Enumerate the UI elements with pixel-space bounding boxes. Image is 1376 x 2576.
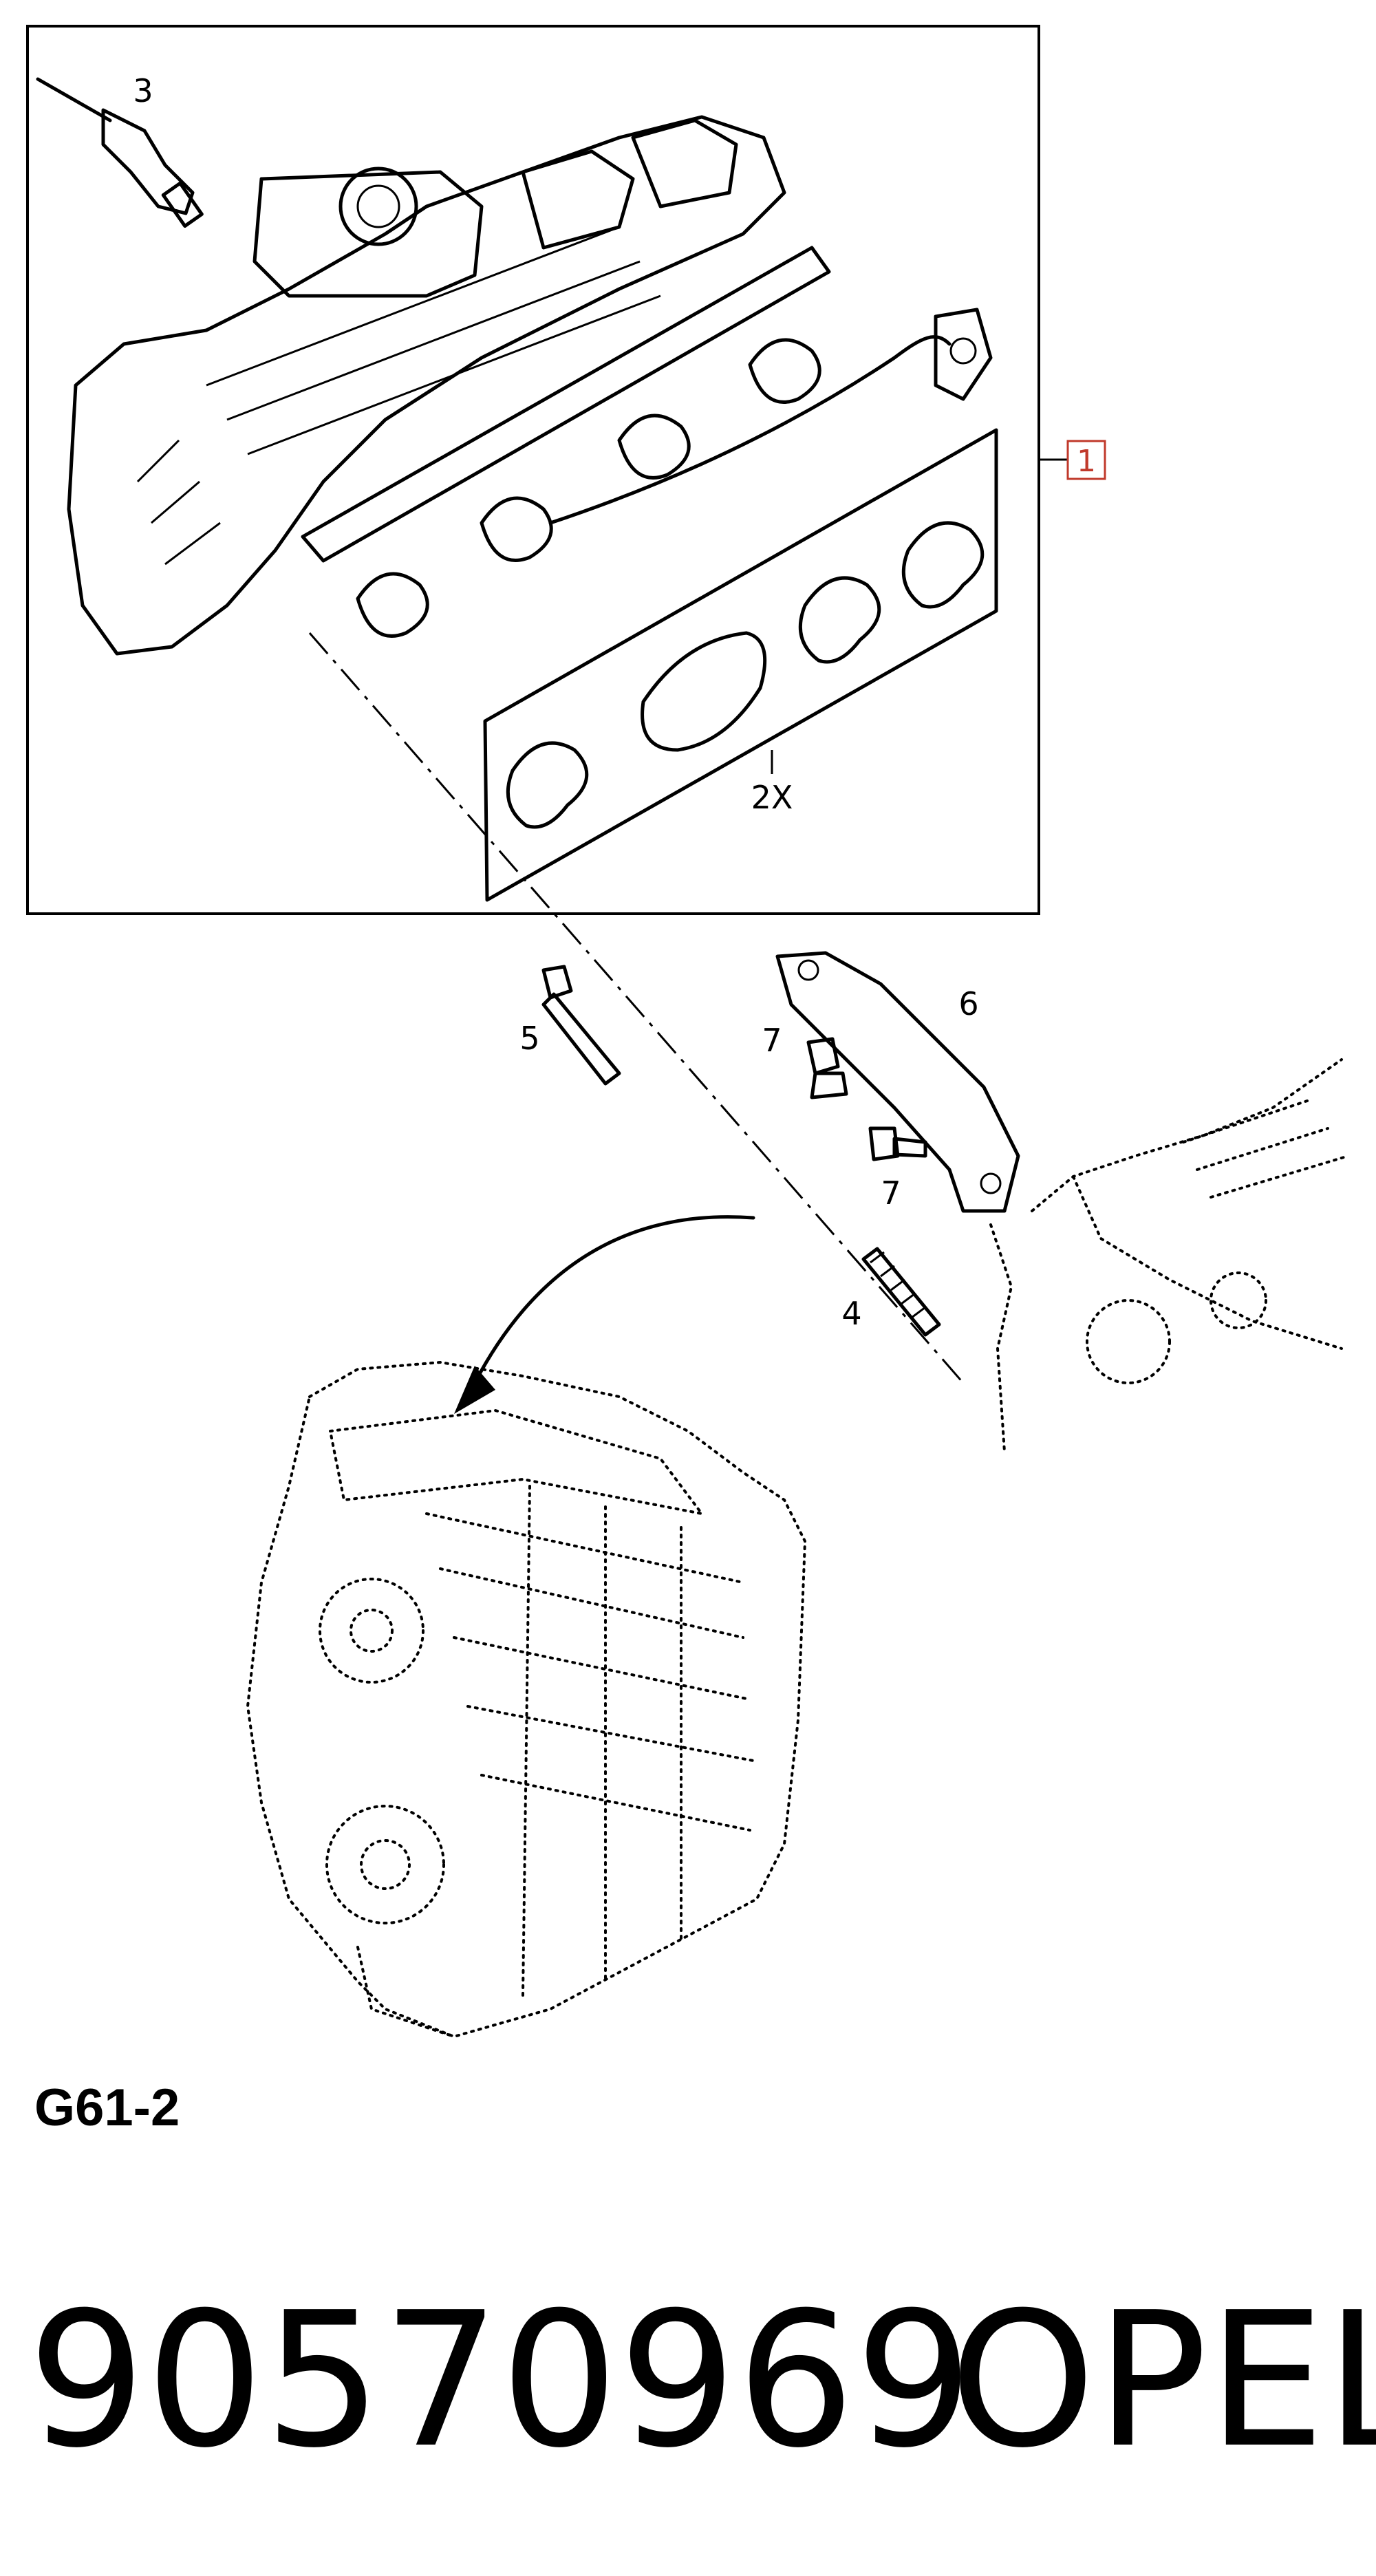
arrow-head xyxy=(454,1366,495,1414)
footer: 90570969 OPEL xyxy=(28,2257,1376,2504)
install-arrow xyxy=(473,1215,755,1385)
callout-3: 3 xyxy=(133,72,153,109)
intake-manifold xyxy=(67,115,993,656)
callout-5: 5 xyxy=(519,1020,539,1057)
gasket-set xyxy=(483,428,998,902)
stud-4 xyxy=(861,1247,941,1337)
bolt-5 xyxy=(541,965,621,1086)
callout-1: 1 xyxy=(1077,444,1096,479)
callout-2x: 2X xyxy=(751,779,793,816)
brand-name: OPEL xyxy=(949,2272,1376,2489)
part-number: 90570969 xyxy=(28,2272,974,2489)
assembly-leader-line xyxy=(308,632,965,1384)
callout-7b: 7 xyxy=(881,1174,901,1212)
callout-1-box xyxy=(1066,440,1106,480)
callout-4: 4 xyxy=(841,1295,861,1332)
figure-code: G61-2 xyxy=(34,2079,180,2137)
bolt-7a xyxy=(806,1037,848,1099)
callout-6: 6 xyxy=(958,985,978,1022)
bolt-7b xyxy=(868,1126,927,1161)
fuel-injector xyxy=(36,77,204,228)
callout-7a: 7 xyxy=(762,1022,782,1059)
cylinder-head-outline xyxy=(989,1058,1350,1453)
assembly-frame xyxy=(26,25,1040,915)
engine-outline xyxy=(246,1360,807,2039)
exploded-parts-diagram: 1 2X 3 4 5 6 7 7 xyxy=(26,25,1350,2039)
